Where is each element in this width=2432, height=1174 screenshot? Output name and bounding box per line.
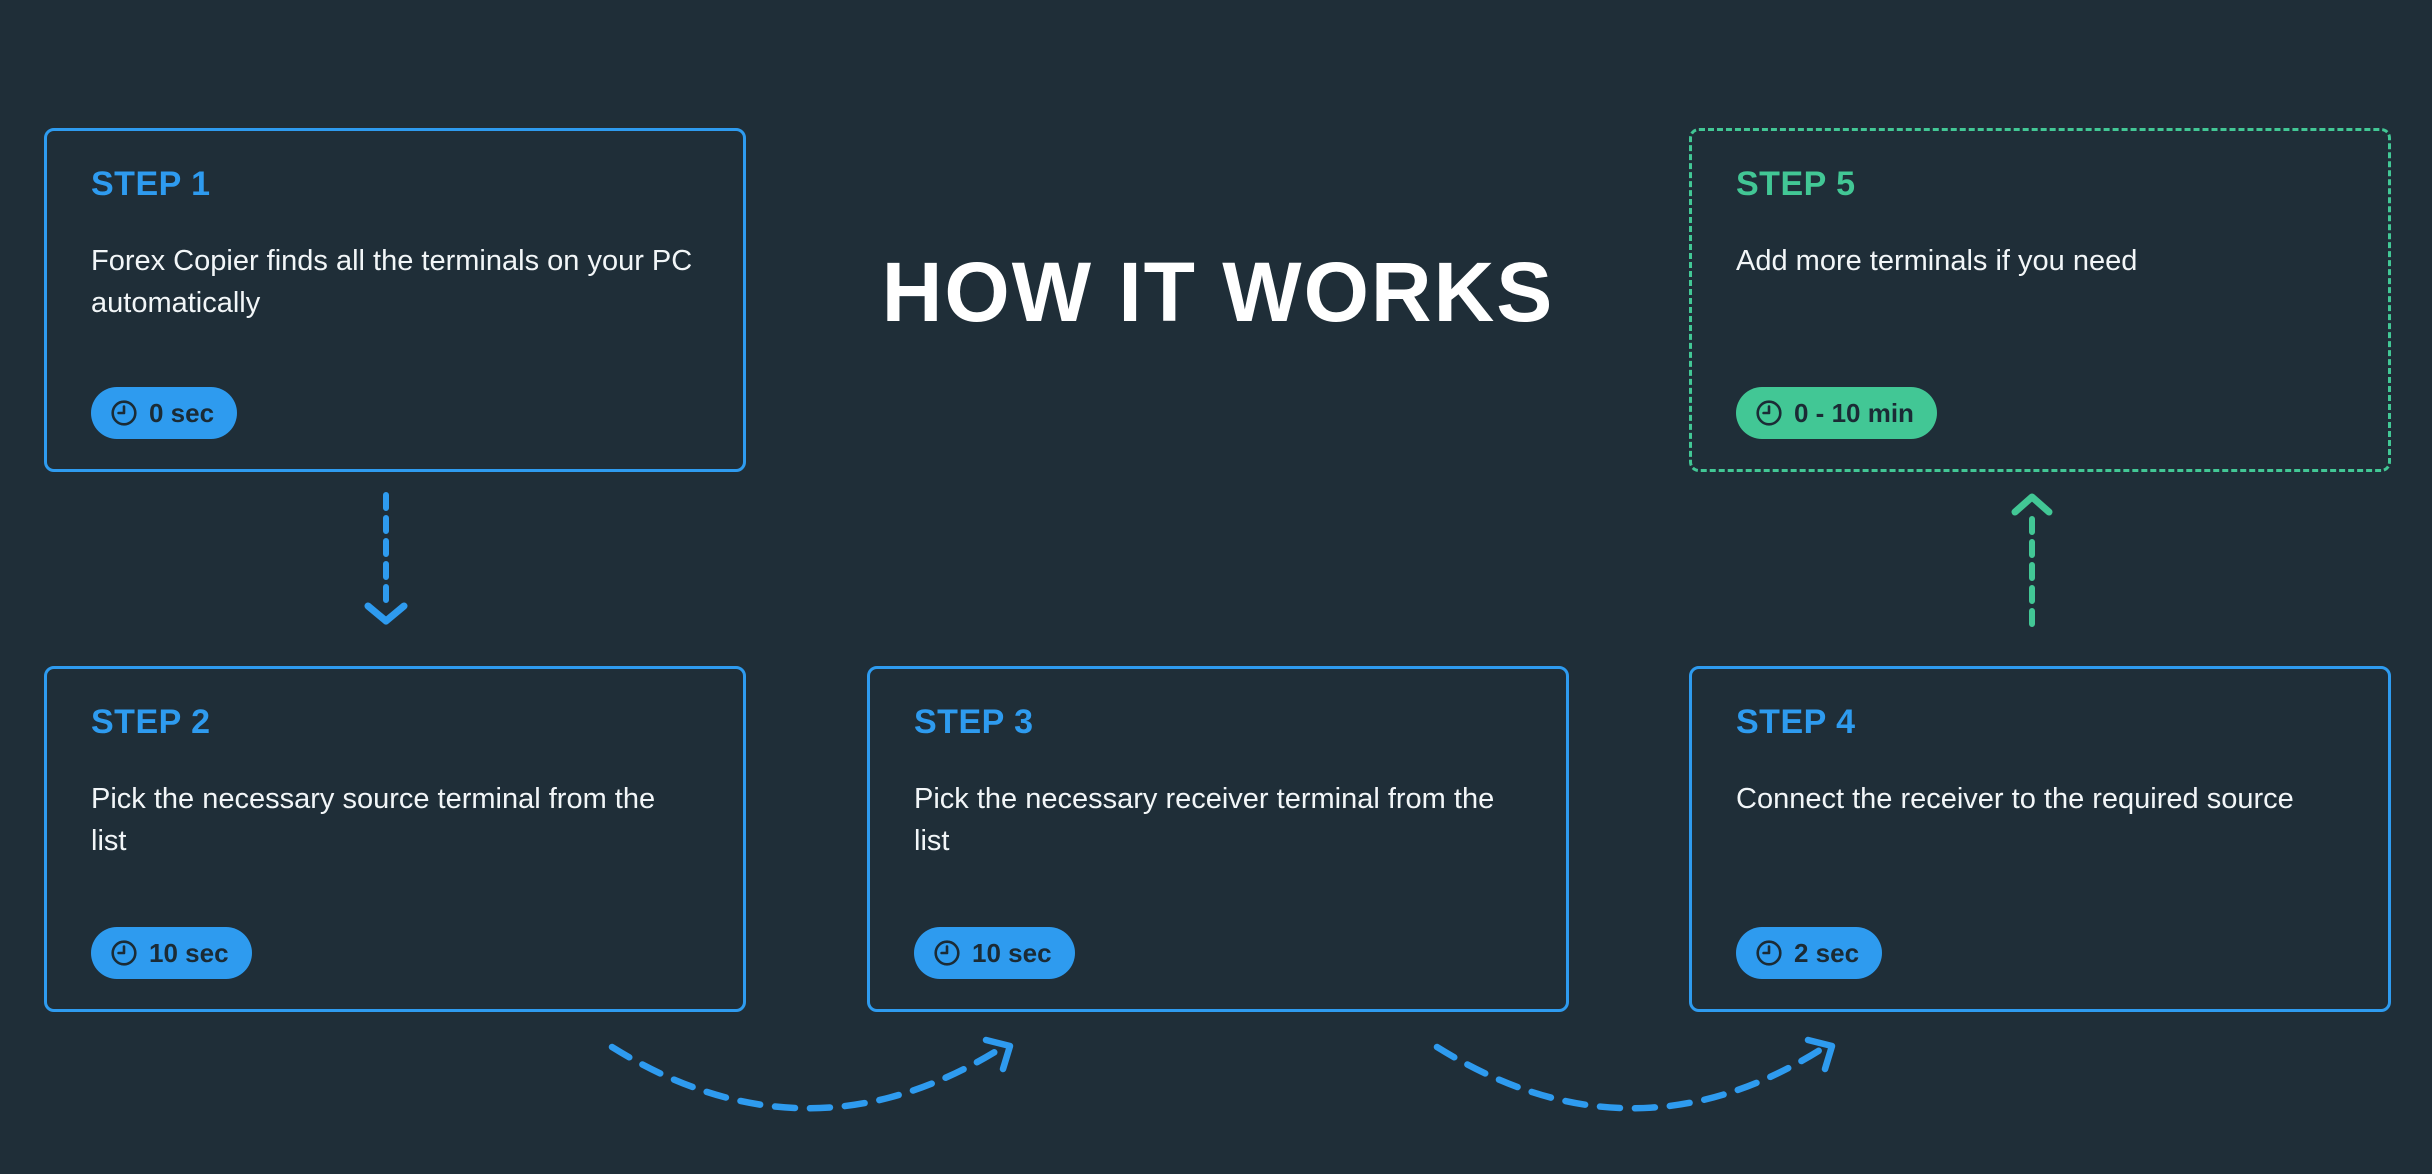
step-3-label: STEP 3 [914,703,1034,741]
step-1-description: Forex Copier finds all the terminals on … [91,245,693,319]
step-1-label: STEP 1 [91,165,211,203]
step-2-card: STEP 2 Pick the necessary source termina… [44,666,746,1012]
step-4-card: STEP 4 Connect the receiver to the requi… [1689,666,2391,1012]
step-2-label: STEP 2 [91,703,211,741]
step-3-description: Pick the necessary receiver terminal fro… [914,783,1495,857]
step-2-duration: 10 sec [149,937,229,968]
step-1-card: STEP 1 Forex Copier finds all the termin… [44,128,746,472]
step-5-duration: 0 - 10 min [1794,397,1914,428]
arrow-step2-to-step3-icon [608,1036,1014,1112]
step-5-duration-badge: 0 - 10 min [1736,387,1937,439]
clock-icon [111,400,137,426]
page-title: HOW IT WORKS [881,245,1555,339]
clock-icon [934,940,960,966]
step-1-duration: 0 sec [149,397,215,428]
step-4-label: STEP 4 [1736,703,1856,741]
clock-icon [1756,940,1782,966]
step-5-label: STEP 5 [1736,165,1856,203]
step-4-duration: 2 sec [1794,937,1860,968]
step-4-description: Connect the receiver to the required sou… [1736,783,2294,815]
step-3-duration-badge: 10 sec [914,927,1075,979]
step-3-card: STEP 3 Pick the necessary receiver termi… [867,666,1569,1012]
step-5-description: Add more terminals if you need [1736,245,2138,277]
step-2-duration-badge: 10 sec [91,927,252,979]
clock-icon [111,940,137,966]
arrow-step3-to-step4-icon [1433,1036,1836,1112]
step-3-duration: 10 sec [972,937,1052,968]
step-2-description: Pick the necessary source terminal from … [91,783,656,857]
step-1-duration-badge: 0 sec [91,387,238,439]
step-5-card: STEP 5 Add more terminals if you need 0 … [1689,128,2391,472]
arrow-step1-to-step2-icon [364,492,408,625]
arrow-step4-to-step5-icon [2011,493,2053,630]
step-4-duration-badge: 2 sec [1736,927,1883,979]
clock-icon [1756,400,1782,426]
